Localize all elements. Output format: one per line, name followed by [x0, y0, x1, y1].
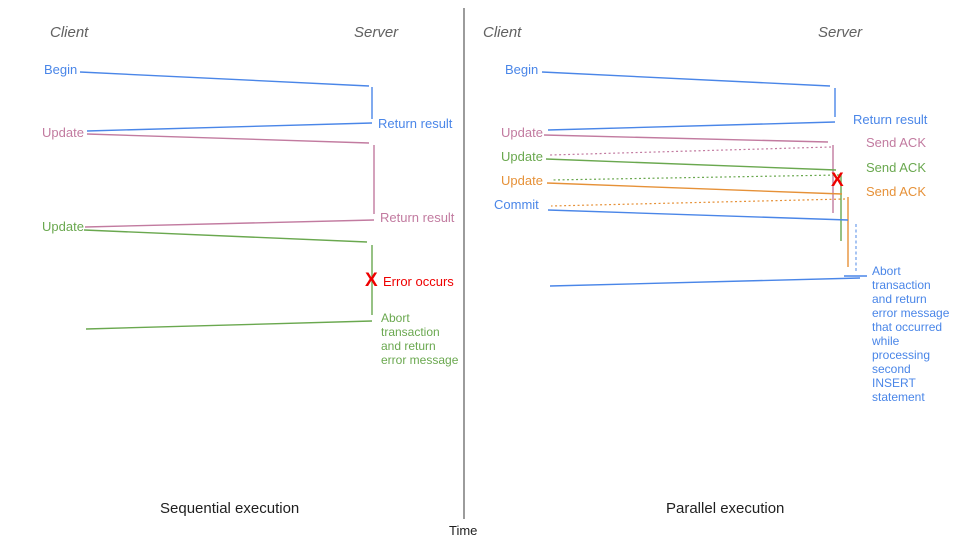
par-client-header: Client: [483, 24, 522, 41]
par-error-x-icon: X: [831, 170, 844, 191]
par-commit-label: Commit: [494, 197, 539, 212]
par-update1-label: Update: [501, 125, 543, 140]
par-abort-return-arrow: [549, 277, 861, 287]
seq-error-x-icon: X: [365, 270, 378, 291]
seq-begin-return-label: Return result: [378, 116, 453, 131]
par-update2-request-arrow: [545, 158, 837, 171]
seq-client-header: Client: [50, 24, 89, 41]
par-title: Parallel execution: [666, 500, 785, 517]
par-update2-label: Update: [501, 149, 543, 164]
par-update3-request-arrow: [546, 182, 843, 195]
seq-update1-return-label: Return result: [380, 210, 455, 225]
seq-server-header: Server: [354, 24, 399, 41]
seq-update2-label: Update: [42, 219, 84, 234]
par-update3-ack-label: Send ACK: [866, 184, 926, 199]
seq-error-label: Error occurs: [383, 274, 454, 289]
seq-update2-request-arrow: [83, 229, 368, 243]
par-update3-ack-arrow: [550, 198, 846, 207]
par-update2-ack-arrow: [550, 174, 840, 181]
par-server-header: Server: [818, 24, 863, 41]
par-begin-label: Begin: [505, 62, 539, 77]
seq-begin-label: Begin: [44, 62, 78, 77]
seq-abort-label: Abort transaction and return error messa…: [381, 311, 459, 367]
seq-abort-return-arrow: [85, 320, 373, 330]
par-begin-request-arrow: [541, 71, 831, 87]
seq-begin-return-arrow: [86, 122, 373, 132]
seq-update1-request-arrow: [86, 133, 370, 144]
time-axis-label: Time: [449, 523, 478, 538]
par-begin-return-label: Return result: [853, 112, 928, 127]
par-abort-label: Abort transaction and return error messa…: [872, 264, 950, 404]
seq-title: Sequential execution: [160, 500, 300, 517]
seq-update1-label: Update: [42, 125, 84, 140]
par-update1-ack-arrow: [549, 146, 832, 156]
par-commit-request-arrow: [547, 209, 849, 221]
par-update3-label: Update: [501, 173, 543, 188]
seq-update1-return-arrow: [84, 219, 375, 228]
par-update1-request-arrow: [543, 134, 829, 143]
par-update2-ack-label: Send ACK: [866, 160, 926, 175]
par-begin-return-arrow: [547, 121, 836, 131]
seq-begin-request-arrow: [79, 71, 370, 87]
par-update1-ack-label: Send ACK: [866, 135, 926, 150]
